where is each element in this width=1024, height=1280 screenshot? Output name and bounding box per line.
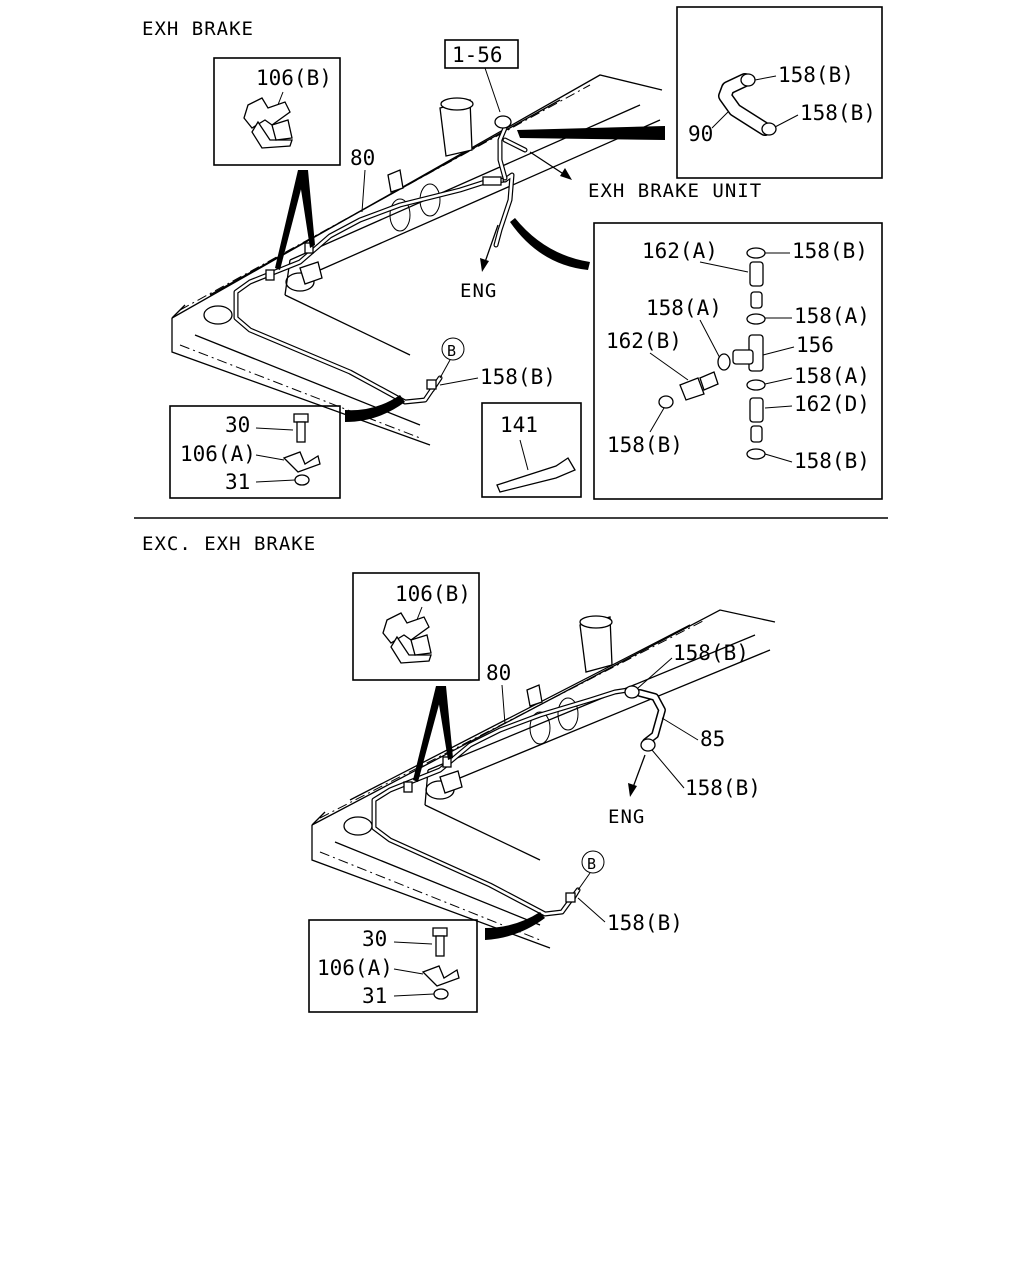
label-106a-lower: 106(A) (317, 956, 393, 980)
label-141: 141 (500, 413, 538, 437)
label-106b-upper: 106(B) (256, 66, 332, 90)
view-b-circle-upper (441, 337, 465, 361)
label-162a: 162(A) (642, 239, 718, 263)
inset-clip-106b-upper: 106(B) (213, 57, 341, 166)
label-30-upper: 30 (225, 413, 250, 437)
inset-tee-156-assembly: 162(A) 158(B) 158(A) 158(A) 162(B) 156 1… (593, 222, 883, 500)
label-158b-inset-1: 158(B) (792, 239, 868, 263)
label-30-lower: 30 (362, 927, 387, 951)
label-158b-lower-pipe: 158(B) (607, 911, 683, 935)
label-158a-inset-1: 158(A) (794, 304, 870, 328)
section-title-exc-exh-brake: EXC. EXH BRAKE (142, 533, 316, 555)
label-106b-lower: 106(B) (395, 582, 471, 606)
inset-clip-106b-lower: 106(B) (352, 572, 480, 681)
eng-label-lower: ENG (608, 806, 645, 828)
vacuum-pipe-80-upper (233, 115, 528, 405)
label-162d: 162(D) (794, 392, 870, 416)
section-ref-box (444, 39, 519, 69)
label-162b: 162(B) (606, 329, 682, 353)
inset-bolt-clip-upper: 30 106(A) 31 (169, 405, 341, 499)
label-106a-upper: 106(A) (180, 442, 256, 466)
label-158b-hose90-bottom: 158(B) (800, 101, 876, 125)
vacuum-pipe-80-lower (371, 685, 666, 917)
label-158b-pipe-upper: 158(B) (480, 365, 556, 389)
inset-hose-90: 158(B) 158(B) 90 (676, 6, 883, 179)
label-158b-hose90-top: 158(B) (778, 63, 854, 87)
label-31-upper: 31 (225, 470, 250, 494)
label-31-lower: 31 (362, 984, 387, 1008)
inset-bolt-clip-lower: 30 106(A) 31 (308, 919, 478, 1013)
label-158b-inset-2: 158(B) (794, 449, 870, 473)
view-b-label-lower: B (587, 855, 596, 873)
view-b-circle-lower (581, 850, 605, 874)
frame-assembly-upper (171, 74, 663, 446)
label-80-upper: 80 (350, 146, 375, 170)
label-90: 90 (688, 122, 713, 146)
section-title-exh-brake: EXH BRAKE (142, 18, 254, 40)
label-85: 85 (700, 727, 725, 751)
label-158b-lower-top: 158(B) (673, 641, 749, 665)
label-158b-lower-mid: 158(B) (685, 776, 761, 800)
label-158b-inset-3: 158(B) (607, 433, 683, 457)
label-158a-inset-left: 158(A) (646, 296, 722, 320)
label-156: 156 (796, 333, 834, 357)
label-80-lower: 80 (486, 661, 511, 685)
section-ref-label: 1-56 (452, 43, 503, 67)
view-b-label-upper: B (447, 342, 456, 360)
inset-cable-tie-141: 141 (481, 402, 582, 498)
eng-label-upper: ENG (460, 280, 497, 302)
label-158a-inset-2: 158(A) (794, 364, 870, 388)
exh-brake-unit-label: EXH BRAKE UNIT (588, 180, 762, 202)
